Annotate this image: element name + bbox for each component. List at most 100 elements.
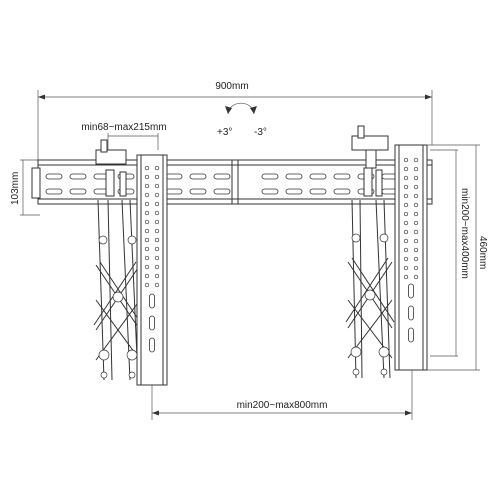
bracket-hole: [403, 157, 409, 163]
arm-height-dimension: 460mm: [427, 144, 488, 371]
bracket-hole: [144, 273, 150, 279]
horizontal-range-dimension: min200~max800mm: [151, 370, 413, 420]
bracket-hole: [403, 166, 409, 172]
bracket-slot: [408, 327, 414, 343]
bracket-hole: [413, 184, 419, 190]
arm-offset-label: min68~max215mm: [81, 122, 166, 133]
bracket-hole: [144, 201, 150, 207]
bracket-hole: [403, 256, 409, 262]
bracket-hole: [413, 220, 419, 226]
bracket-hole: [154, 174, 160, 180]
bracket-hole: [413, 265, 419, 271]
rail-height-label: 103mm: [10, 172, 21, 205]
bracket-slot: [149, 315, 155, 331]
bracket-hole: [154, 165, 160, 171]
bracket-hole: [403, 184, 409, 190]
bracket-hole: [154, 183, 160, 189]
bracket-hole: [413, 166, 419, 172]
bracket-hole: [403, 229, 409, 235]
rail-slot: [261, 173, 279, 180]
bracket-hole: [144, 210, 150, 216]
bracket-hole: [154, 210, 160, 216]
bracket-hole: [144, 264, 150, 270]
tilt-plus-label: +3°: [217, 127, 232, 138]
bracket-hole: [413, 238, 419, 244]
bracket-hole: [144, 165, 150, 171]
bracket-hole: [154, 228, 160, 234]
bracket-slot: [149, 337, 155, 353]
rail-slot: [165, 188, 183, 195]
bracket-hole: [144, 174, 150, 180]
bracket-hole: [154, 237, 160, 243]
tilt-indicator: +3° -3°: [217, 102, 267, 138]
bracket-hole: [154, 201, 160, 207]
bracket-hole: [403, 238, 409, 244]
rail-slot: [213, 188, 231, 195]
bracket-hole: [144, 183, 150, 189]
bracket-hole: [144, 192, 150, 198]
bracket-hole: [413, 193, 419, 199]
bracket-hole: [413, 274, 419, 280]
rail-slot: [285, 188, 303, 195]
rail-slot: [333, 173, 351, 180]
rail-slot: [45, 173, 63, 180]
left-vertical-bracket: [136, 154, 168, 386]
bracket-hole: [154, 255, 160, 261]
arm-offset-dimension: min68~max215mm: [81, 122, 167, 150]
bracket-hole: [144, 255, 150, 261]
bracket-hole: [144, 219, 150, 225]
tilt-minus-label: -3°: [254, 127, 267, 138]
rail-slot: [45, 188, 63, 195]
bracket-hole: [403, 175, 409, 181]
bracket-hole: [403, 220, 409, 226]
bracket-hole: [403, 265, 409, 271]
bracket-slot: [408, 305, 414, 321]
bracket-slot: [408, 283, 414, 299]
bracket-hole: [413, 175, 419, 181]
bracket-hole: [144, 246, 150, 252]
right-scissor-arm: [345, 125, 395, 379]
rail-slot: [189, 173, 207, 180]
rail-slot: [261, 188, 279, 195]
bracket-hole: [403, 202, 409, 208]
bracket-hole: [413, 229, 419, 235]
horizontal-range-label: min200~max800mm: [237, 400, 328, 411]
bracket-hole: [403, 193, 409, 199]
bracket-hole: [413, 157, 419, 163]
arm-height-label: 460mm: [477, 236, 488, 269]
right-vertical-bracket: [394, 144, 428, 371]
bracket-hole: [154, 264, 160, 270]
bracket-hole: [144, 228, 150, 234]
bracket-hole: [154, 273, 160, 279]
bracket-hole: [144, 282, 150, 288]
rail-slot: [189, 188, 207, 195]
rail-slot: [333, 188, 351, 195]
bracket-hole: [154, 246, 160, 252]
bracket-hole: [144, 237, 150, 243]
bracket-hole: [403, 247, 409, 253]
rail-slot: [165, 173, 183, 180]
rail-slot: [69, 188, 87, 195]
bracket-hole: [403, 274, 409, 280]
overall-width-dimension: 900mm: [37, 81, 433, 160]
tilt-arrow-left-icon: [225, 106, 232, 114]
bracket-hole: [413, 211, 419, 217]
rail-slot: [309, 173, 327, 180]
overall-width-label: 900mm: [215, 81, 248, 92]
vertical-range-dimension: min200~max400mm: [430, 149, 470, 357]
rail-slot: [213, 173, 231, 180]
bracket-slot: [149, 293, 155, 309]
rail-slot: [69, 173, 87, 180]
bracket-hole: [403, 211, 409, 217]
bracket-hole: [154, 282, 160, 288]
bracket-hole: [154, 192, 160, 198]
bracket-hole: [413, 256, 419, 262]
bracket-hole: [154, 219, 160, 225]
tilt-arrow-right-icon: [250, 106, 257, 114]
vertical-range-label: min200~max400mm: [459, 188, 470, 279]
rail-slot: [309, 188, 327, 195]
bracket-hole: [413, 247, 419, 253]
bracket-hole: [413, 202, 419, 208]
